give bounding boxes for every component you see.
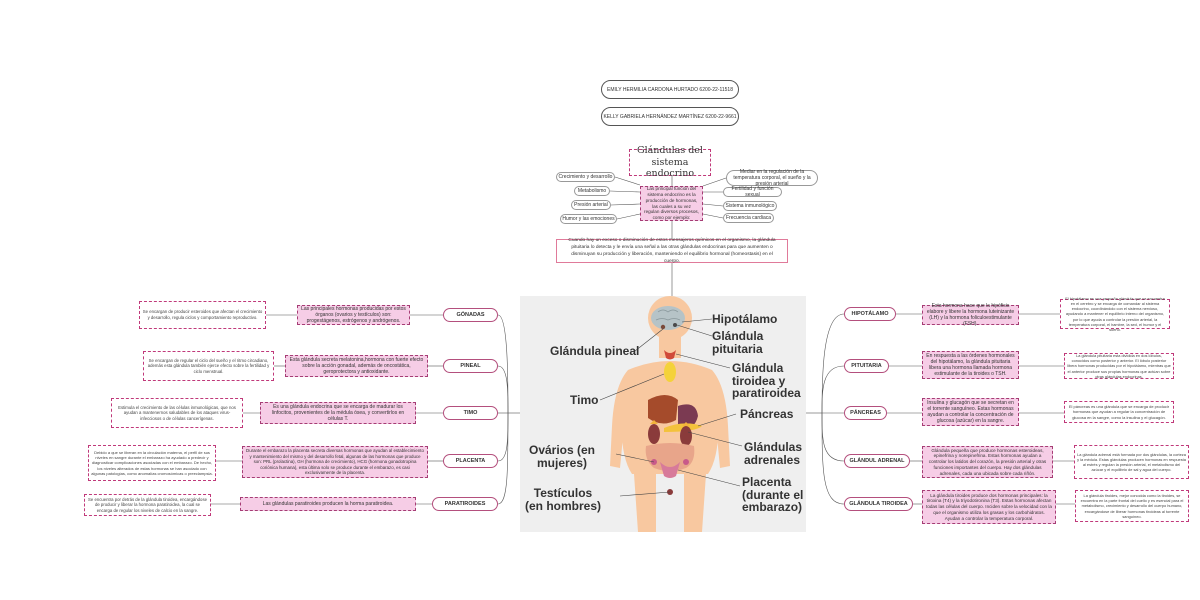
gland-name-pancreas: PÁNCREAS (844, 406, 887, 420)
gland-detail-pancreas: El páncreas es una glándula que se encar… (1064, 401, 1174, 423)
process-tag: Humor y las emociones (560, 214, 617, 224)
gland-name-pituitaria: PITUITARIA (844, 359, 889, 373)
gland-summary-paratiroides: Las glándulas paratiroides producen la h… (240, 497, 416, 511)
gland-name-adrenal: GLÁNDUL ADRENAL (844, 454, 910, 468)
process-tag: Metabolismo (574, 186, 610, 196)
label-testiculos: Testículos (en hombres) (524, 486, 601, 513)
homeostasis-info: Cuando hay un exceso o disminución de es… (556, 238, 788, 264)
gland-summary-pituitaria: En respuesta a las órdenes hormonales de… (922, 351, 1019, 379)
label-hipotalamo: Hipotálamo (712, 312, 778, 326)
gland-summary-gonadas: Las principales hormonas producidas por … (297, 305, 410, 325)
process-tag: Presión arterial (571, 200, 611, 210)
gland-summary-adrenal: Glándula pequeña que produce hormonas es… (922, 446, 1053, 478)
gland-name-pineal: PINEAL (443, 359, 498, 373)
process-tag: Frecuencia cardiaca (723, 213, 774, 223)
label-pituitaria: Glándula pituitaria (712, 329, 764, 356)
gland-name-timo: TIMO (443, 406, 498, 420)
gland-detail-adrenal: La glándula adrenal está formada por dos… (1074, 445, 1189, 479)
gland-name-tiroidea: GLÁNDULA TIROIDEA (844, 497, 913, 511)
student-name-1: EMILY HERMILIA CARDONA HURTADO 6200-22-1… (601, 80, 739, 99)
process-tag: Fertilidad y función sexual (723, 186, 782, 198)
gland-detail-tiroidea: La glándula tiroides, mejor conocida com… (1075, 490, 1189, 522)
gland-summary-placenta: Durante el embarazo la placenta secreta … (242, 446, 428, 478)
gland-detail-placenta: Debido a que se liberan en la circulació… (88, 445, 216, 481)
label-timo: Timo (570, 393, 599, 407)
gland-name-paratiroides: PARATIROIDES (432, 497, 498, 511)
label-pineal: Glándula pineal (550, 344, 640, 358)
gland-detail-gonadas: Se encargan de producir esteroides que a… (139, 301, 266, 329)
process-tag: Crecimiento y desarrollo (556, 172, 615, 182)
gland-summary-pancreas: Insulina y glucagón que se secretan en e… (922, 398, 1019, 426)
label-adrenales: Glándulas adrenales (744, 440, 803, 467)
label-pancreas: Páncreas (740, 407, 794, 421)
gland-summary-timo: Es una glándula endocrina que se encarga… (260, 402, 416, 424)
gland-detail-pineal: Se encargan de regular el ciclo del sueñ… (143, 351, 274, 381)
body-illustration-panel: Hipotálamo Glándula pituitaria Glándula … (520, 296, 806, 532)
process-tag: Mediar en la regulación de la temperatur… (726, 169, 818, 187)
function-text: Las principal función del sistema endocr… (640, 186, 703, 221)
page-title: Glándulas del sistema endocrino (629, 145, 711, 179)
gland-name-gonadas: GÓNADAS (443, 308, 498, 322)
gland-detail-timo: Estimula el crecimiento de las células i… (111, 398, 243, 428)
gland-summary-tiroidea: La glándula tiroides produce dos hormona… (922, 490, 1056, 524)
gland-detail-pituitaria: La glándula pituitaria esta dividida en … (1064, 353, 1174, 379)
label-placenta: Placenta (durante el embarazo) (742, 475, 804, 515)
gland-detail-paratiroides: Se encuentra por detrás de la glándula t… (84, 494, 211, 516)
gland-name-placenta: PLACENTA (443, 454, 498, 468)
label-ovarios: Ovários (en mujeres) (528, 443, 596, 470)
student-name-2: KELLY GABRIELA HERNÁNDEZ MARTÍNEZ 6200-2… (601, 107, 739, 126)
label-tiroidea: Glándula tiroidea y paratiroidea (732, 361, 801, 401)
process-tag: Sistema inmunológico (723, 201, 777, 211)
gland-detail-hipotalamo: El hipotálamo es una pequeña glándula qu… (1060, 296, 1170, 332)
gland-summary-pineal: Esta glándula secreta melatonina,hormona… (285, 355, 428, 377)
gland-summary-hipotalamo: Esta hormona hace que la hipófisis elabo… (922, 303, 1019, 327)
human-body-illustration (599, 296, 743, 532)
gland-name-hipotalamo: HIPOTÁLAMO (844, 307, 896, 321)
